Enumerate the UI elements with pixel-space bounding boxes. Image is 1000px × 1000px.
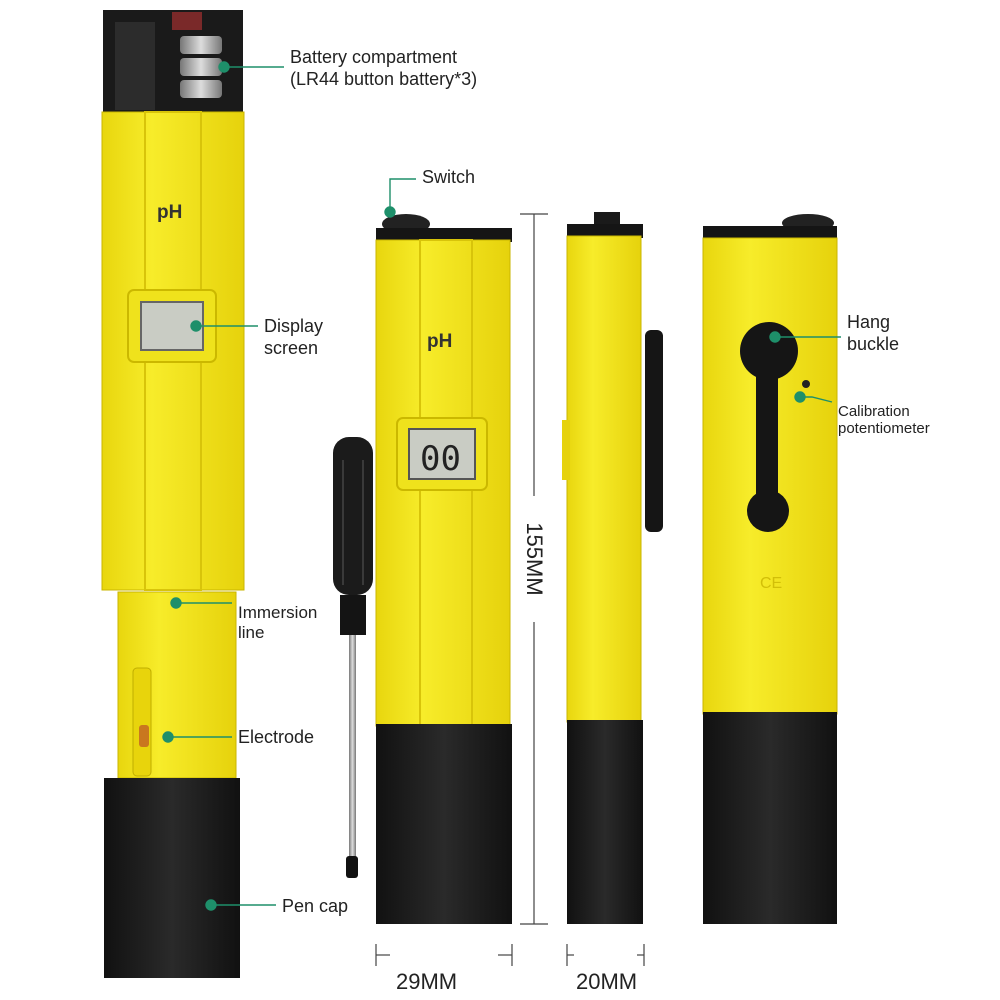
screwdriver-icon bbox=[333, 437, 373, 878]
side-meter bbox=[562, 212, 663, 924]
back-meter: CE bbox=[702, 214, 838, 924]
battery-label-line2: (LR44 button battery*3) bbox=[290, 69, 478, 89]
pen-cap-label: Pen cap bbox=[282, 896, 349, 916]
depth-dimension: 20MM bbox=[576, 969, 638, 994]
middle-meter bbox=[375, 214, 512, 924]
ph-label-front: pH bbox=[427, 331, 452, 352]
battery-label-line1: Battery compartment bbox=[290, 47, 458, 67]
calib-label-line1: Calibration bbox=[838, 403, 910, 420]
electrode-label: Electrode bbox=[238, 727, 315, 747]
pen-cap-front bbox=[376, 724, 512, 924]
pen-cap-back bbox=[703, 712, 837, 924]
left-meter bbox=[101, 10, 245, 978]
side-clip bbox=[645, 330, 663, 532]
ph-label-left: pH bbox=[157, 202, 182, 223]
immersion-label: Immersion line bbox=[238, 603, 317, 643]
leader-lines bbox=[162, 61, 841, 911]
hang-buckle-label: Hang buckle bbox=[847, 311, 899, 355]
pen-cap-side bbox=[567, 720, 643, 924]
dimension-lines bbox=[375, 213, 645, 966]
calib-label-line2: potentiometer bbox=[838, 420, 930, 437]
battery-label: Battery compartment (LR44 button battery… bbox=[290, 46, 477, 90]
meter-body-side bbox=[566, 235, 642, 723]
display-label: Display screen bbox=[264, 315, 323, 359]
width-dimension: 29MM bbox=[396, 969, 458, 994]
calibration-potentiometer bbox=[802, 380, 810, 388]
display-label-line2: screen bbox=[264, 338, 319, 358]
display-screen-front bbox=[408, 428, 476, 480]
ce-mark-icon: CE bbox=[760, 575, 782, 592]
hang-label-line1: Hang bbox=[847, 312, 891, 332]
length-dimension: 155MM bbox=[522, 522, 547, 596]
pen-cap bbox=[104, 778, 240, 978]
hang-buckle-icon bbox=[740, 322, 798, 532]
battery-icon bbox=[180, 36, 222, 98]
hang-label-line2: buckle bbox=[847, 334, 900, 354]
immersion-label-line2: line bbox=[238, 623, 265, 642]
lcd-reading: 00 bbox=[420, 439, 461, 479]
calibration-label: Calibration potentiometer bbox=[838, 403, 930, 437]
electrode bbox=[139, 725, 149, 747]
battery-compartment bbox=[103, 10, 243, 114]
display-label-line1: Display bbox=[264, 316, 324, 336]
switch-label: Switch bbox=[422, 167, 476, 187]
immersion-label-line1: Immersion bbox=[238, 603, 318, 622]
